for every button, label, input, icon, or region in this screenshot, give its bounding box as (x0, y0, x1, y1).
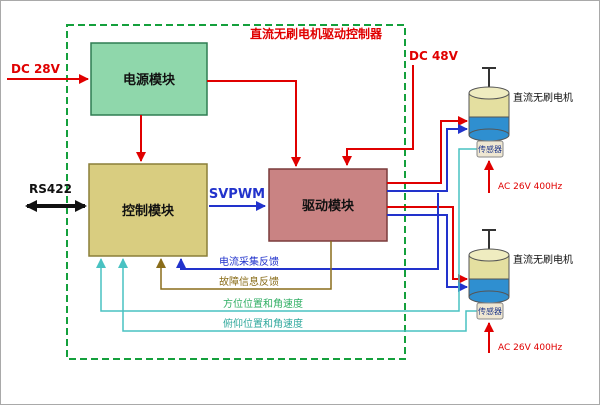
motor-2-base (468, 290, 510, 304)
motor-2-ac-supply-label: AC 26V 400Hz (498, 343, 563, 353)
motor-2: 传感器 直流无刷电机 (468, 229, 573, 320)
current-feedback-line (176, 193, 439, 270)
motor-1-ac-supply-label: AC 26V 400Hz (498, 182, 563, 192)
dc-48v-label: DC 48V (409, 49, 459, 63)
control-module-block: 控制模块 (88, 163, 208, 257)
control-module-label: 控制模块 (122, 203, 175, 219)
azimuth-feedback-label: 方位位置和角速度 (223, 297, 303, 310)
drive-to-motor2-blue-wire (387, 214, 468, 292)
motor-2-top (468, 248, 510, 262)
fault-feedback-line (156, 241, 332, 290)
controller-boundary (66, 24, 406, 360)
drive-module-box (268, 168, 388, 242)
power-module-box (90, 42, 208, 116)
azimuth-feedback-line (96, 148, 477, 312)
dc-28v-label: DC 28V (11, 62, 61, 76)
motor-2-sensor-label: 传感器 (478, 306, 502, 316)
motor-1-sensor-label: 传感器 (478, 144, 502, 154)
drive-module-label: 驱动模块 (302, 198, 355, 214)
power-module-block: 电源模块 (90, 42, 208, 116)
motor-2-label: 直流无刷电机 (513, 253, 573, 266)
motor-1-base (468, 128, 510, 142)
drive-to-motor2-red-wire (387, 206, 468, 284)
motor-2-sensor-box (476, 302, 504, 320)
power-to-drive-arrow (207, 80, 301, 167)
fault-feedback-label: 故障信息反馈 (219, 275, 279, 288)
current-feedback-label: 电流采集反馈 (219, 255, 279, 268)
pitch-feedback-line (118, 258, 477, 332)
diagram-title: 直流无刷电机驱动控制器 (250, 26, 383, 41)
drive-to-motor1-blue-wire (387, 124, 468, 192)
svpwm-label: SVPWM (209, 187, 265, 202)
drive-to-motor1-red-wire (387, 116, 468, 184)
motor-1-top (468, 86, 510, 100)
motor-1-label: 直流无刷电机 (513, 91, 573, 104)
pitch-feedback-label: 俯仰位置和角速度 (223, 317, 303, 330)
control-module-box (88, 163, 208, 257)
dc-48v-line (342, 65, 414, 166)
power-module-label: 电源模块 (123, 72, 176, 88)
motor-1: 传感器 直流无刷电机 (468, 67, 573, 158)
motor-1-sensor-box (476, 140, 504, 158)
rs422-label: RS422 (29, 182, 72, 196)
drive-module-block: 驱动模块 (268, 168, 388, 242)
